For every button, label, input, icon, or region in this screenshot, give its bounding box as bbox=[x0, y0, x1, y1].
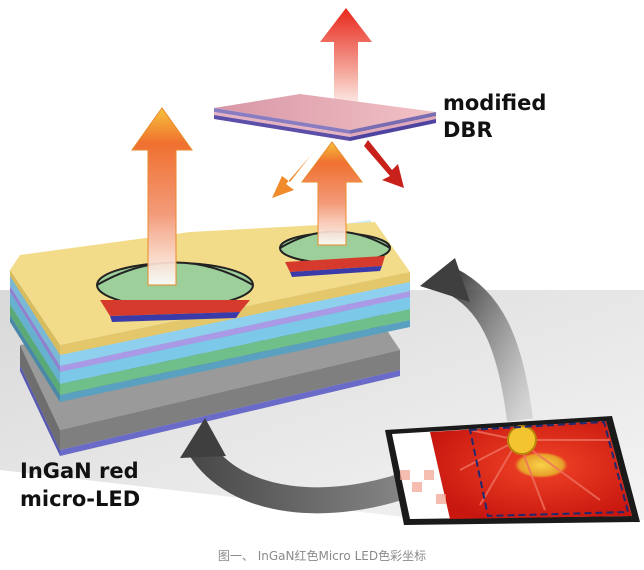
modified-dbr bbox=[214, 94, 436, 141]
gan-cap bbox=[10, 222, 410, 355]
emission-arrow-icon bbox=[301, 141, 363, 246]
dbr-label-line1: modified bbox=[443, 91, 546, 115]
emission-arrow-icon bbox=[320, 8, 372, 115]
emission-arrow-icon bbox=[131, 107, 193, 286]
emission-arrow-icon bbox=[272, 150, 315, 198]
curved-pointer-arrow-icon bbox=[180, 418, 425, 514]
device-label-line1: InGaN red bbox=[20, 459, 139, 483]
flower-display-icon bbox=[385, 416, 640, 525]
device-label-line2: micro-LED bbox=[20, 487, 140, 511]
curved-pointer-arrow-icon bbox=[420, 258, 533, 422]
dbr-label-line2: DBR bbox=[443, 118, 493, 142]
emission-arrow-icon bbox=[364, 140, 404, 188]
figure-caption: 图一、 InGaN红色Micro LED色彩坐标 bbox=[218, 548, 426, 563]
